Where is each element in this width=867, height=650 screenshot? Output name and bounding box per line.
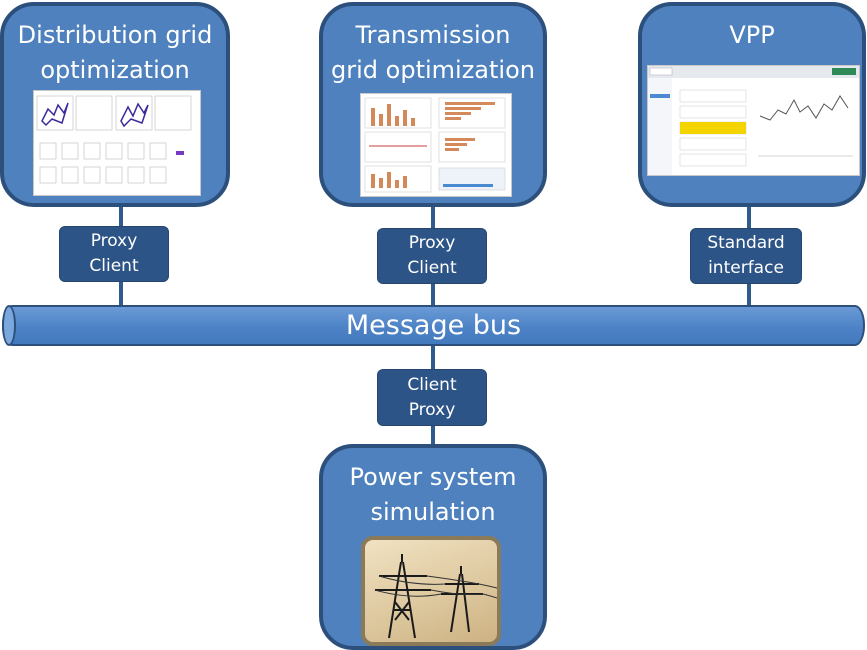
node-title: Distribution grid optimization [17, 21, 213, 84]
node-title: Power system simulation [349, 463, 517, 526]
power-pylon-tile [361, 536, 501, 646]
distribution-grid-node: Distribution grid optimization [0, 2, 230, 207]
power-client-proxy: Client Proxy [377, 369, 487, 426]
vpp-node: VPP [638, 2, 866, 207]
transmission-proxy-client: Proxy Client [377, 228, 487, 284]
transmission-screenshot [360, 93, 512, 197]
vpp-standard-interface: Standard interface [690, 228, 802, 284]
message-bus-cap [2, 305, 16, 346]
distribution-proxy-client: Proxy Client [59, 226, 169, 282]
power-pylon-icon [374, 554, 497, 639]
message-bus: Message bus [2, 305, 865, 346]
power-system-node: Power system simulation [319, 444, 547, 650]
node-title: VPP [729, 21, 775, 49]
node-title: Transmission grid optimization [331, 21, 535, 84]
distribution-screenshot [33, 90, 201, 196]
transmission-grid-node: Transmission grid optimization [319, 2, 547, 207]
vpp-screenshot [647, 65, 860, 176]
